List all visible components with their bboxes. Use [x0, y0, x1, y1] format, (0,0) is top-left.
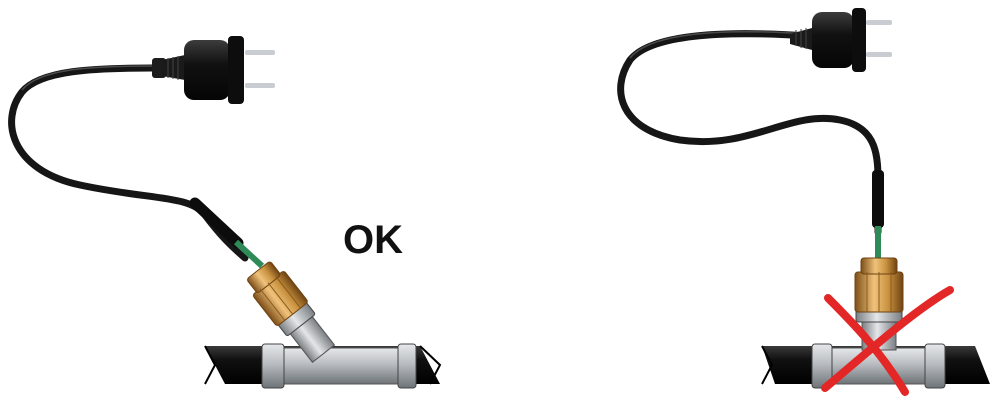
- ok-label: OK: [343, 218, 403, 262]
- prong-top-right: [866, 20, 892, 25]
- plug-right: [790, 8, 892, 72]
- plug-left: [152, 36, 275, 104]
- fitting-angled: [242, 258, 416, 388]
- prong-bottom-left: [245, 83, 275, 88]
- prong-bottom-right: [866, 52, 892, 57]
- fitting-straight-tee: [812, 258, 945, 388]
- panel-correct-installation: OK: [12, 36, 440, 388]
- prong-top-left: [245, 50, 275, 55]
- panel-wrong-installation: [621, 8, 990, 392]
